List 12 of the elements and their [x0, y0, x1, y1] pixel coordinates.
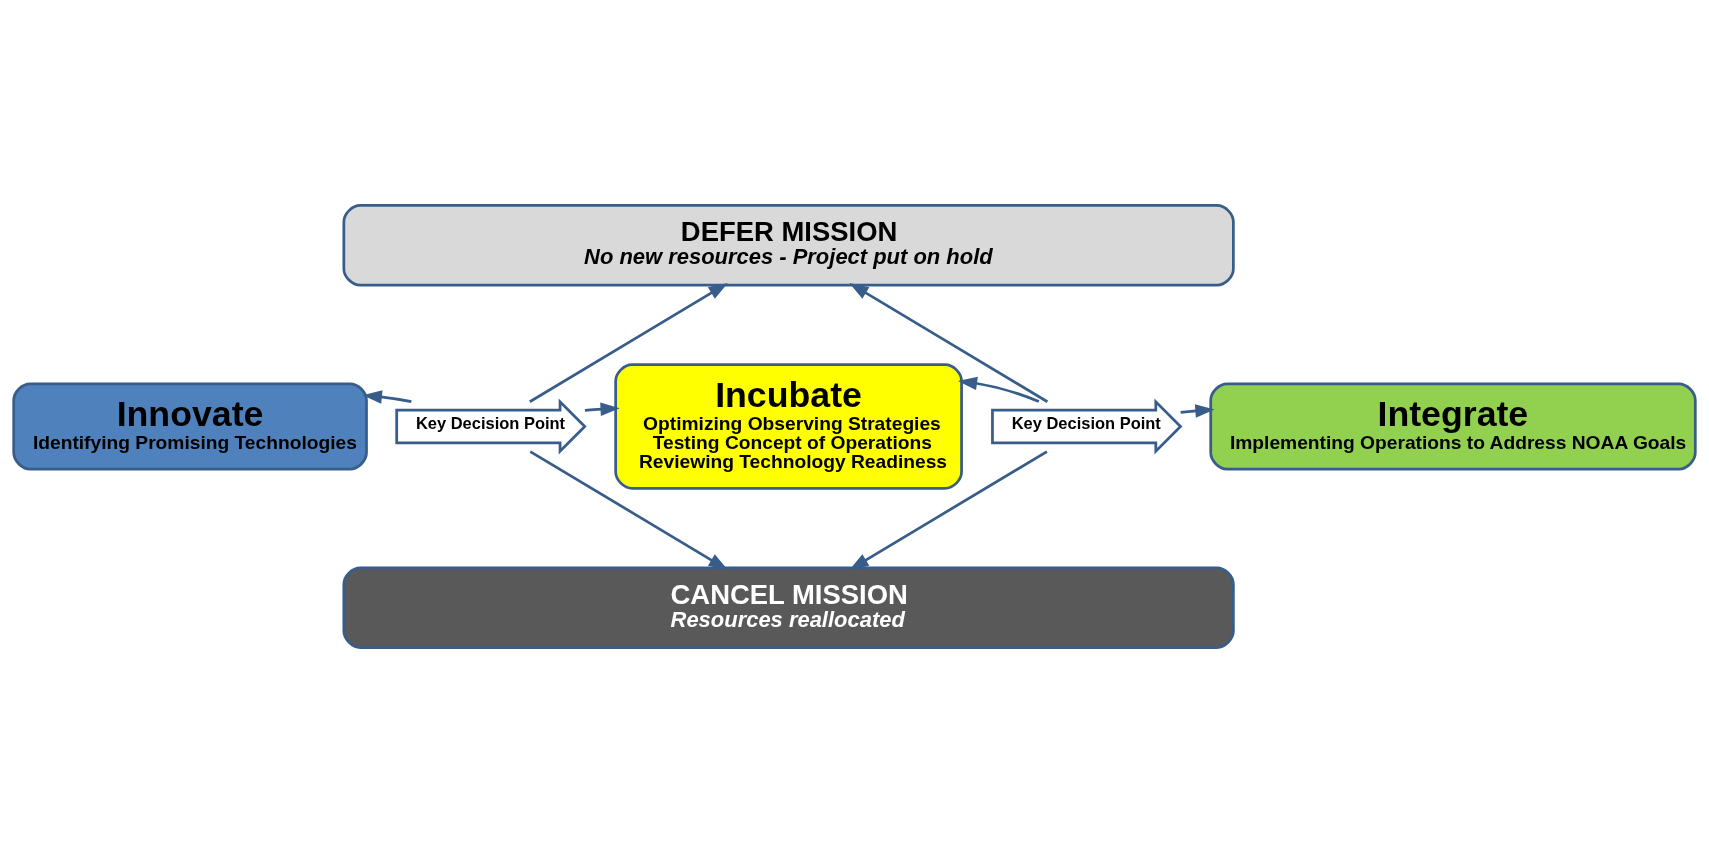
node-box: Integrate Implementing Operations to Address NOAA Goals [1209, 382, 1697, 471]
arrow [529, 450, 728, 570]
arrow [362, 390, 412, 404]
node-box: Innovate Identifying Promising Technologies [12, 382, 368, 471]
arrow [957, 376, 1040, 403]
arrow [849, 283, 1049, 403]
arrow [584, 402, 620, 416]
node-box: CANCEL MISSION Resources reallocated [342, 566, 1235, 649]
arrow [849, 450, 1048, 570]
node-box: Incubate Optimizing Observing Strategies Testing Concept of Operations Reviewing Technology Readiness [614, 363, 963, 490]
arrow [529, 283, 728, 403]
node-box: DEFER MISSION No new resources - Project put on hold [342, 204, 1235, 287]
